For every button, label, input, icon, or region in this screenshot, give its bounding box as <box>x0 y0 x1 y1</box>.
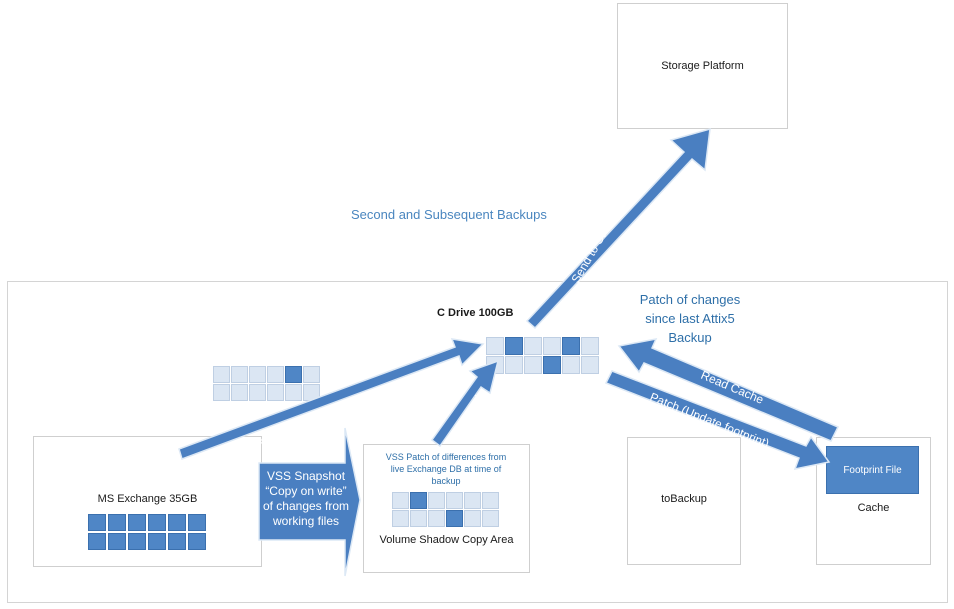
snapshot-block-grid <box>213 366 320 401</box>
vss-area-note: VSS Patch of differences from live Excha… <box>385 452 507 486</box>
footprint-file: Footprint File <box>826 446 919 494</box>
block-cell <box>168 514 186 531</box>
block-cell <box>486 337 504 355</box>
vss-snapshot-arrow-label: VSS Snapshot “Copy on write” of changes … <box>262 469 350 528</box>
diagram-title: Second and Subsequent Backups <box>351 207 547 222</box>
block-cell <box>303 366 320 383</box>
tobackup-label: toBackup <box>661 493 707 505</box>
block-cell <box>505 337 523 355</box>
block-cell <box>543 356 561 374</box>
block-cell <box>486 356 504 374</box>
storage-platform-label: Storage Platform <box>661 60 744 72</box>
cache-label: Cache <box>857 502 890 514</box>
block-cell <box>108 533 126 550</box>
block-cell <box>88 533 106 550</box>
exchange-block-grid <box>88 514 206 550</box>
block-cell <box>410 510 427 527</box>
block-cell <box>148 533 166 550</box>
block-cell <box>213 384 230 401</box>
block-cell <box>249 366 266 383</box>
ms-exchange-label: MS Exchange 35GB <box>97 493 198 505</box>
block-cell <box>446 492 463 509</box>
block-cell <box>231 384 248 401</box>
vss-area-label: Volume Shadow Copy Area <box>379 534 514 546</box>
block-cell <box>505 356 523 374</box>
block-cell <box>231 366 248 383</box>
block-cell <box>482 510 499 527</box>
block-cell <box>562 337 580 355</box>
block-cell <box>464 510 481 527</box>
block-cell <box>524 356 542 374</box>
block-cell <box>128 533 146 550</box>
patch-changes-note: Patch of changes since last Attix5 Backu… <box>639 292 741 345</box>
c-drive-label: C Drive 100GB <box>437 307 514 319</box>
block-cell <box>285 366 302 383</box>
block-cell <box>392 492 409 509</box>
block-cell <box>168 533 186 550</box>
block-cell <box>446 510 463 527</box>
block-cell <box>482 492 499 509</box>
block-cell <box>562 356 580 374</box>
block-cell <box>249 384 266 401</box>
block-cell <box>581 356 599 374</box>
block-cell <box>148 514 166 531</box>
block-cell <box>581 337 599 355</box>
block-cell <box>410 492 427 509</box>
block-cell <box>128 514 146 531</box>
block-cell <box>213 366 230 383</box>
block-cell <box>267 366 284 383</box>
block-cell <box>188 514 206 531</box>
send-to-storage-arrow-label: Send to Storage Platform <box>568 162 647 286</box>
c-drive-block-grid <box>486 337 599 374</box>
vss-block-grid <box>392 492 499 527</box>
block-cell <box>88 514 106 531</box>
storage-platform-box <box>617 3 788 129</box>
block-cell <box>285 384 302 401</box>
block-cell <box>524 337 542 355</box>
block-cell <box>428 510 445 527</box>
block-cell <box>108 514 126 531</box>
block-cell <box>464 492 481 509</box>
block-cell <box>303 384 320 401</box>
block-cell <box>267 384 284 401</box>
block-cell <box>392 510 409 527</box>
block-cell <box>428 492 445 509</box>
block-cell <box>188 533 206 550</box>
block-cell <box>543 337 561 355</box>
